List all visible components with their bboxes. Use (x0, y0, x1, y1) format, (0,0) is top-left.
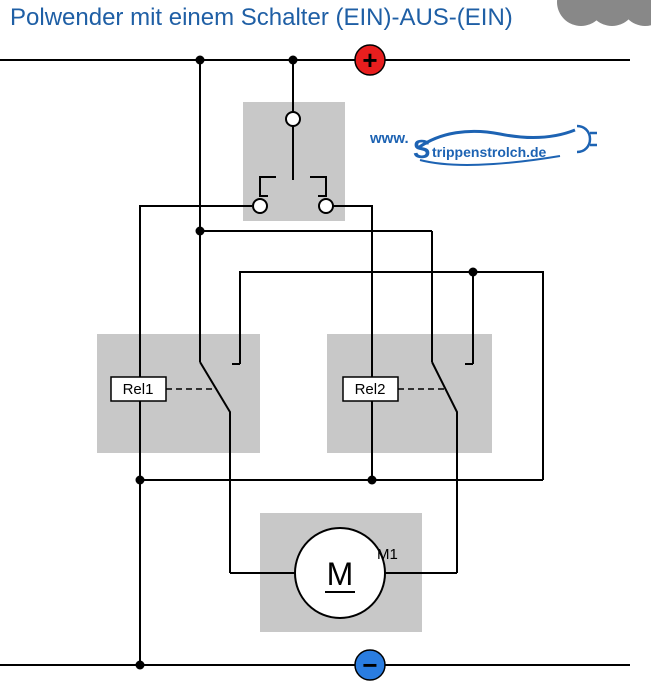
switch-left-terminal (252, 198, 268, 214)
rel2-coil (342, 376, 399, 402)
junction-dot (195, 226, 205, 236)
junction-dot (135, 660, 145, 670)
rel1-blade (199, 361, 231, 573)
junction-dot (288, 55, 298, 65)
switch-left-contact (259, 176, 276, 197)
site-logo: www. S trippenstrolch.de (369, 124, 597, 166)
logo-underline (419, 155, 561, 166)
motor-letter: M (327, 556, 354, 592)
minus-terminal-icon (354, 649, 386, 681)
motor-label: M1 (377, 546, 398, 563)
wire-cross-upper (239, 271, 544, 480)
plus-terminal-icon (354, 44, 386, 76)
diagram-title: Polwender mit einem Schalter (EIN)-AUS-(… (10, 4, 513, 31)
junction-dot (135, 475, 145, 485)
wire-switch-right-rel2 (333, 205, 373, 380)
junction-dot (468, 267, 478, 277)
plus-terminal-label: + (362, 45, 377, 75)
junction-dot (367, 475, 377, 485)
rel1-label: Rel1 (123, 381, 154, 398)
decorative-circles (557, 0, 651, 26)
rel1-coil (110, 376, 167, 402)
motor-symbol (294, 527, 386, 619)
junction-dot (195, 55, 205, 65)
plug-icon (576, 124, 597, 154)
switch-right-terminal (318, 198, 334, 214)
wire-switch-left-rel1 (139, 205, 252, 380)
logo-initial: S (413, 134, 430, 164)
switch-common-terminal (285, 111, 301, 127)
switch-right-contact (310, 176, 327, 197)
rel2-blade (431, 361, 458, 573)
logo-swoosh (417, 128, 576, 150)
logo-brand: trippenstrolch.de (432, 144, 547, 160)
rel2-label: Rel2 (355, 381, 386, 398)
minus-terminal-label: − (362, 650, 377, 680)
logo-prefix: www. (369, 130, 409, 147)
